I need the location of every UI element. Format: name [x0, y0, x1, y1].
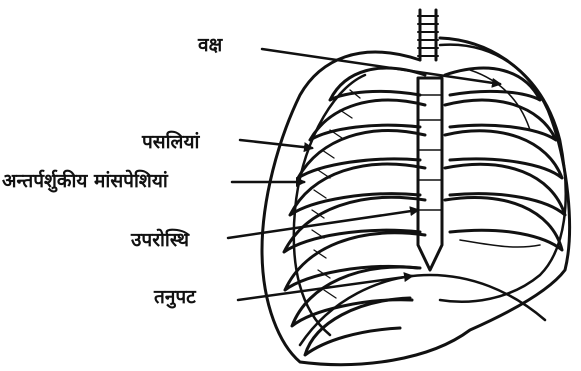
trachea: [418, 10, 438, 60]
right-ribs: [445, 68, 565, 250]
sternum: [418, 78, 442, 270]
arrow-ribs: [240, 140, 312, 148]
label-cartilage: उपरोस्थि: [131, 229, 189, 251]
right-lung: [440, 45, 566, 302]
arrow-chest: [262, 49, 500, 84]
label-chest: वक्ष: [198, 34, 222, 56]
pointer-arrows: [228, 49, 500, 300]
label-intercostal-muscles: अन्तर्पर्शुकीय मांसपेशियां: [2, 170, 168, 192]
label-diaphragm: तनुपट: [154, 286, 196, 308]
label-ribs: पसलियां: [142, 131, 199, 153]
